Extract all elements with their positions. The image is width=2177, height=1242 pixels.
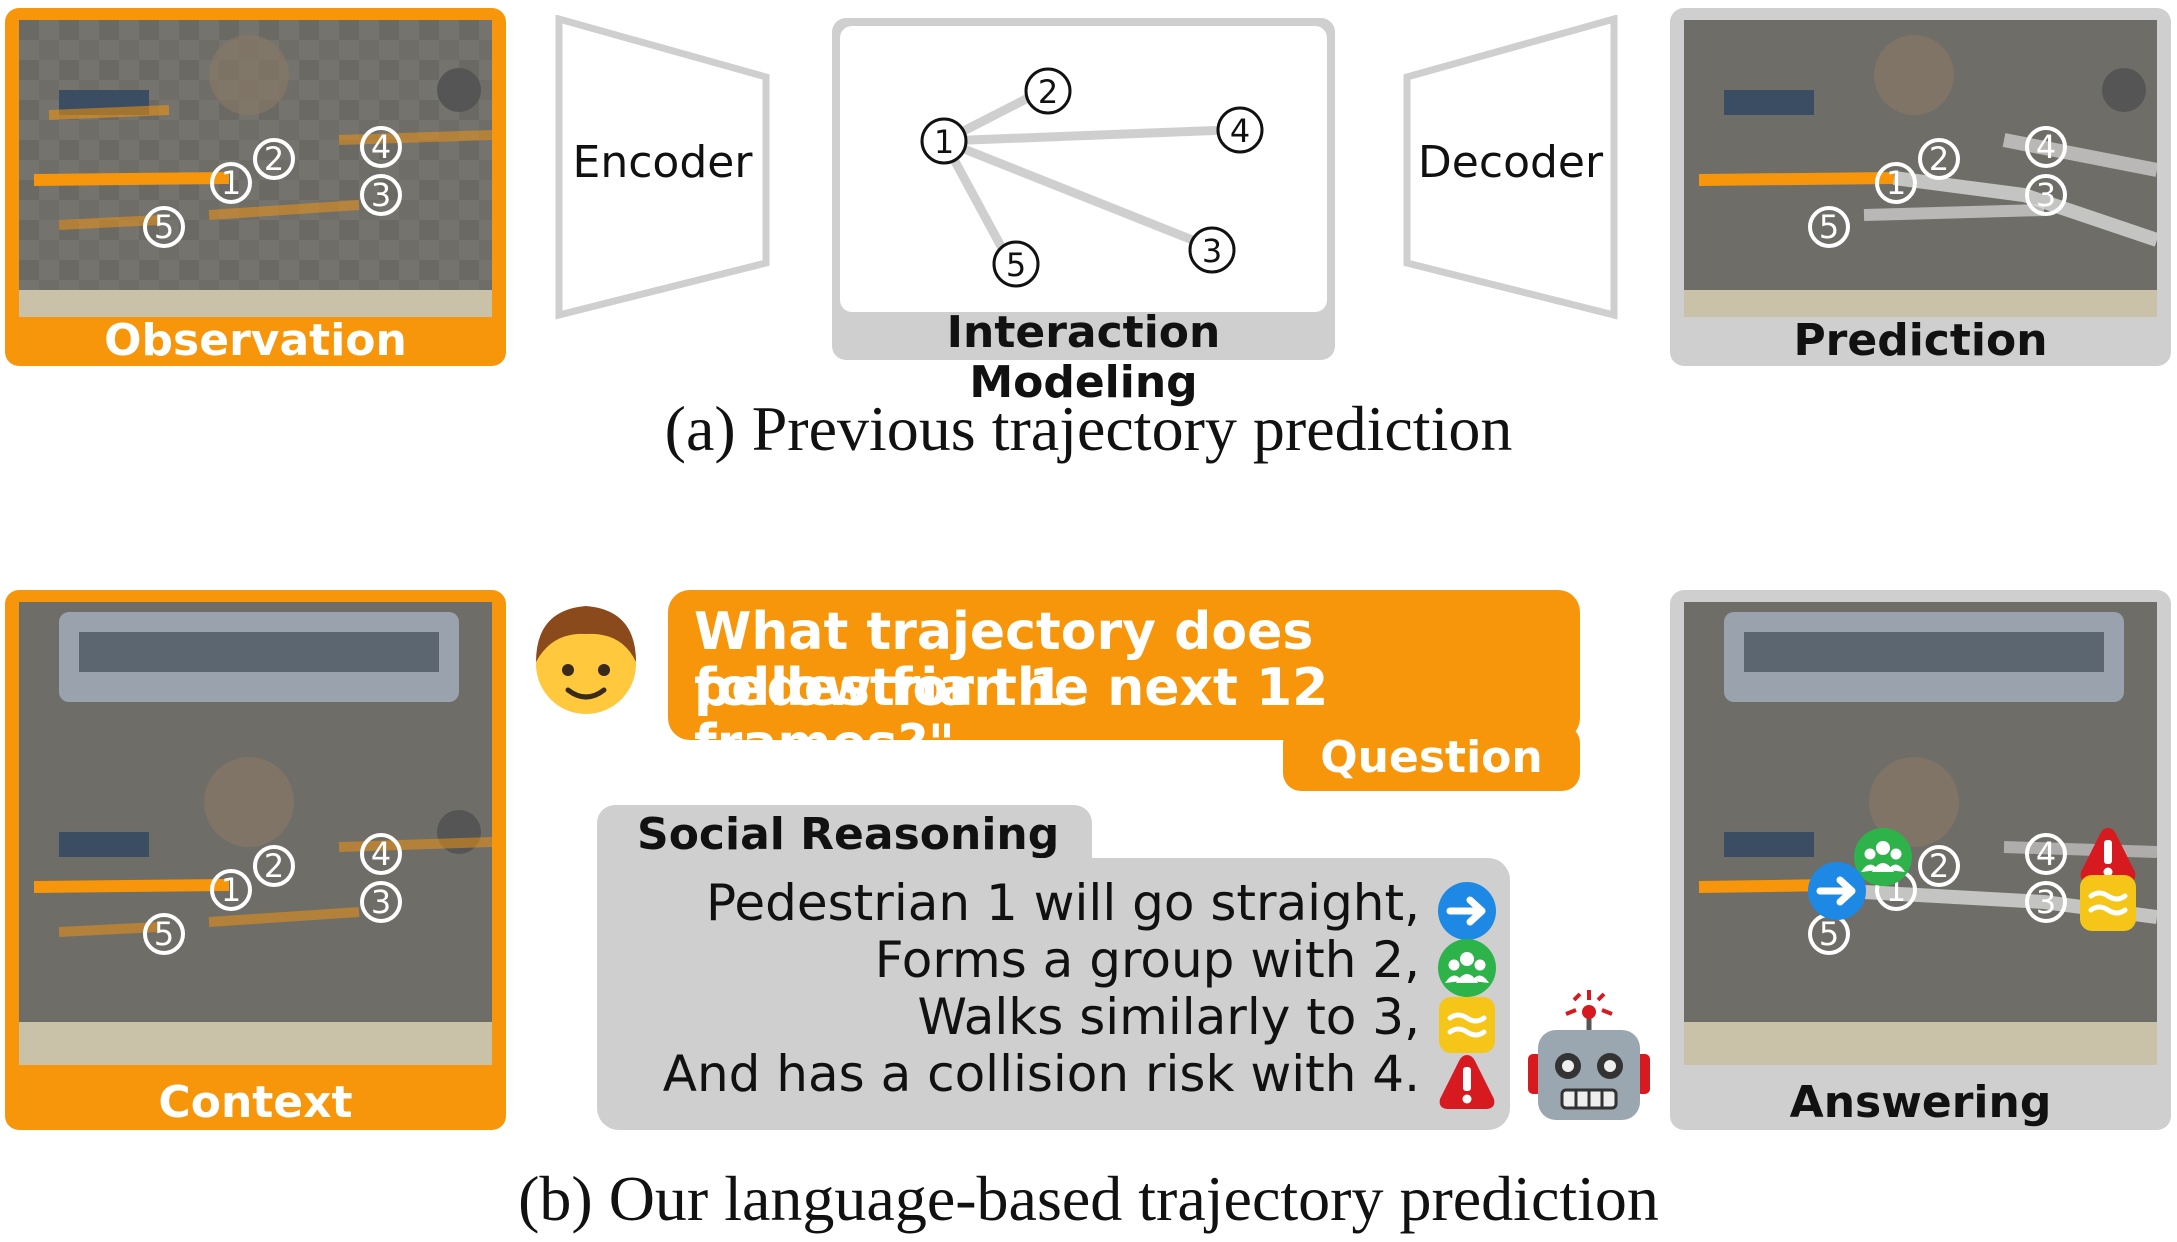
svg-text:5: 5 <box>154 915 174 953</box>
context-panel: 1 2 3 4 5 Context <box>5 590 506 1130</box>
obs-marker-4: 4 <box>359 125 403 173</box>
svg-text:1: 1 <box>1886 164 1906 202</box>
prediction-label: Prediction <box>1793 315 2048 366</box>
question-text-line1: What trajectory does pedestrian 1 <box>694 602 1314 718</box>
answering-panel: 1 2 3 4 5 Answering <box>1670 590 2171 1130</box>
child-face-icon <box>536 606 636 714</box>
svg-text:5: 5 <box>1006 246 1026 284</box>
graph-node-1: 1 <box>920 117 968 165</box>
question-bubble: What trajectory does pedestrian 1 follow… <box>668 590 1580 772</box>
pred-marker-2: 2 <box>1917 137 1961 185</box>
context-scene: 1 2 3 4 5 <box>19 602 492 1065</box>
prediction-panel: 1 2 3 4 5 Prediction <box>1670 8 2171 366</box>
svg-text:1: 1 <box>221 164 241 202</box>
svg-text:4: 4 <box>371 835 391 873</box>
decoder-block <box>1403 15 1618 320</box>
pred-marker-1: 1 <box>1874 161 1918 209</box>
svg-text:3: 3 <box>371 176 391 214</box>
context-scene-image <box>19 602 492 1065</box>
reasoning-line-3: Walks similarly to 3, <box>917 988 1420 1046</box>
question-tag: Question <box>1283 725 1580 791</box>
pred-marker-4: 4 <box>2024 125 2068 173</box>
ctx-marker-4: 4 <box>359 832 403 880</box>
ctx-marker-5: 5 <box>142 912 186 960</box>
svg-text:2: 2 <box>1929 847 1949 885</box>
answering-scene-image <box>1684 602 2157 1065</box>
graph-node-2: 2 <box>1024 67 1072 115</box>
interaction-graph: 1 2 4 3 5 <box>920 67 1264 288</box>
obs-marker-2: 2 <box>252 137 296 185</box>
svg-text:5: 5 <box>1819 208 1839 246</box>
svg-text:2: 2 <box>264 847 284 885</box>
caption-b: (b) Our language-based trajectory predic… <box>518 1163 1659 1234</box>
warning-icon <box>1439 1055 1495 1109</box>
group-icon <box>1438 939 1496 997</box>
svg-text:2: 2 <box>1929 140 1949 178</box>
social-reasoning-box: Pedestrian 1 will go straight, Forms a g… <box>597 858 1510 1130</box>
ans-wavy-lines-icon <box>2080 875 2136 931</box>
observation-scene: 1 2 3 4 5 <box>19 20 492 317</box>
observation-label: Observation <box>104 315 407 366</box>
svg-text:3: 3 <box>2036 883 2056 921</box>
robot-icon <box>1528 990 1650 1120</box>
ans-warning-icon <box>2080 828 2136 882</box>
svg-text:1: 1 <box>221 871 241 909</box>
reasoning-line-4: And has a collision risk with 4. <box>662 1045 1420 1103</box>
answering-scene: 1 2 3 4 5 <box>1684 602 2157 1065</box>
svg-text:4: 4 <box>2036 835 2056 873</box>
svg-text:4: 4 <box>1230 112 1250 150</box>
svg-text:5: 5 <box>1819 915 1839 953</box>
svg-text:4: 4 <box>2036 128 2056 166</box>
obs-marker-5: 5 <box>142 205 186 253</box>
prediction-scene: 1 2 3 4 5 <box>1684 20 2157 317</box>
ctx-marker-3: 3 <box>359 880 403 928</box>
pred-marker-3: 3 <box>2024 173 2068 221</box>
question-text-line2: follow for the next 12 frames?" <box>694 658 1329 774</box>
reasoning-line-2: Forms a group with 2, <box>874 931 1420 989</box>
ans-group-icon <box>1854 828 1912 886</box>
svg-text:3: 3 <box>1202 232 1222 270</box>
encoder-block <box>555 15 770 320</box>
svg-text:2: 2 <box>264 140 284 178</box>
social-reasoning-title: Social Reasoning <box>597 805 1092 865</box>
svg-text:1: 1 <box>934 123 954 161</box>
svg-text:4: 4 <box>371 128 391 166</box>
obs-marker-3: 3 <box>359 173 403 221</box>
obs-marker-1: 1 <box>209 161 253 209</box>
graph-node-5: 5 <box>992 240 1040 288</box>
svg-text:3: 3 <box>371 883 391 921</box>
reasoning-line-1: Pedestrian 1 will go straight, <box>705 874 1420 932</box>
right-arrow-icon <box>1438 882 1496 940</box>
svg-text:3: 3 <box>2036 176 2056 214</box>
ctx-marker-2: 2 <box>252 844 296 892</box>
ans-right-arrow-icon <box>1808 862 1866 920</box>
wavy-lines-icon <box>1439 997 1495 1053</box>
encoder-label: Encoder <box>572 137 753 188</box>
ctx-marker-1: 1 <box>209 868 253 916</box>
caption-a: (a) Previous trajectory prediction <box>664 393 1513 464</box>
observation-panel: 1 2 3 4 5 Observation <box>5 8 506 366</box>
ans-marker-3: 3 <box>2024 880 2068 928</box>
answering-label: Answering <box>1789 1077 2052 1128</box>
decoder-label: Decoder <box>1417 137 1604 188</box>
svg-text:5: 5 <box>154 208 174 246</box>
graph-node-3: 3 <box>1188 226 1236 274</box>
ans-marker-4: 4 <box>2024 832 2068 880</box>
ans-marker-2: 2 <box>1917 844 1961 892</box>
interaction-graph-area: 1 2 4 3 5 <box>840 26 1327 312</box>
graph-node-4: 4 <box>1216 106 1264 154</box>
pred-marker-5: 5 <box>1807 205 1851 253</box>
interaction-label: Interaction Modeling <box>946 307 1221 408</box>
svg-text:2: 2 <box>1038 73 1058 111</box>
context-label: Context <box>158 1077 353 1128</box>
interaction-panel: 1 2 4 3 5 Interaction Modeling <box>832 18 1335 408</box>
